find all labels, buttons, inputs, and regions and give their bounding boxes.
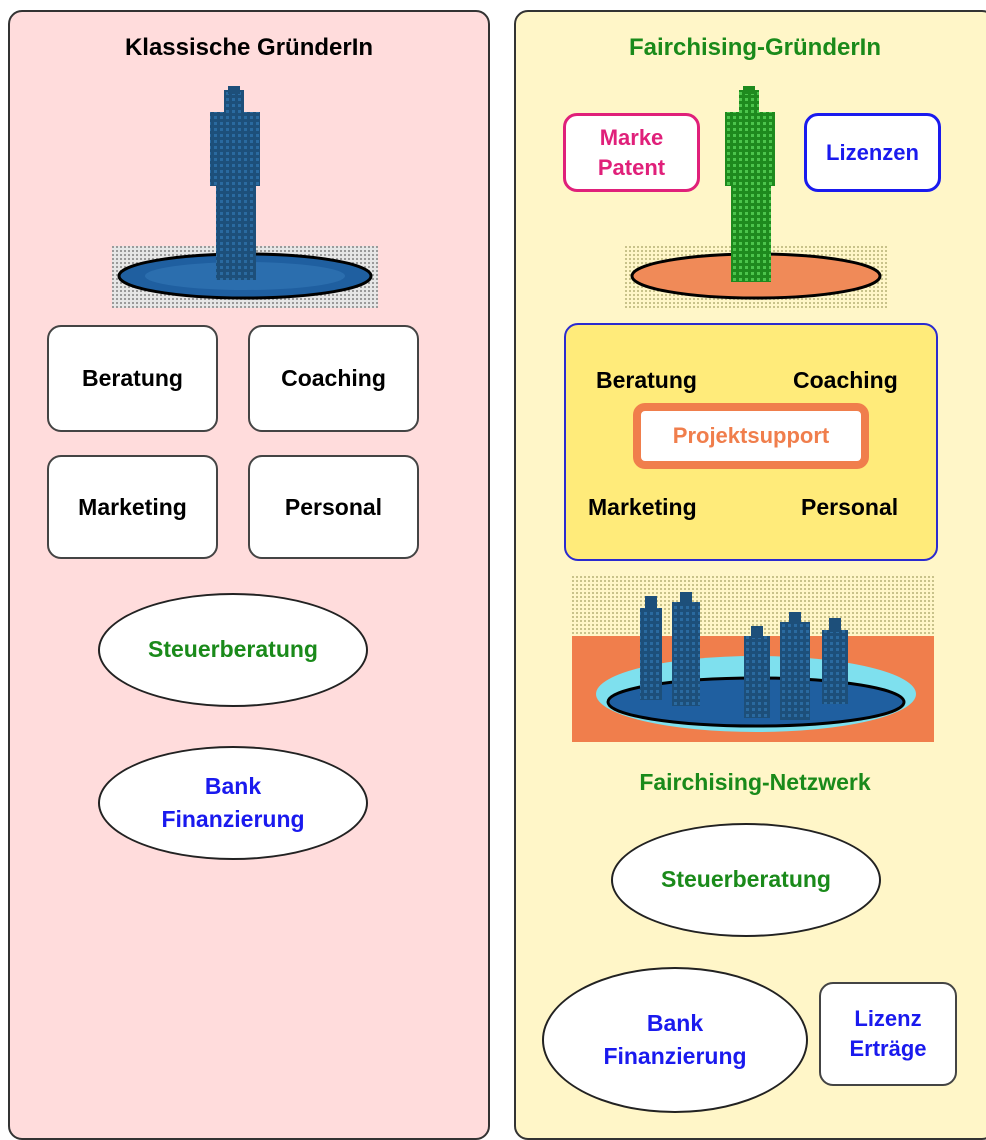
classic-beratung-box: Beratung: [47, 325, 218, 432]
classic-marketing-box: Marketing: [47, 455, 218, 559]
fairchising-steuerberatung-ellipse: Steuerberatung: [611, 823, 881, 937]
classic-coaching-box: Coaching: [248, 325, 419, 432]
patent-label: Patent: [597, 154, 666, 180]
classic-founder-figure-icon: [112, 86, 378, 308]
fairchising-founder-title: Fairchising-GründerIn: [628, 34, 882, 61]
fairchising-steuerberatung-label: Steuerberatung: [661, 866, 831, 893]
fairchising-marketing-label: Marketing: [588, 494, 697, 520]
fairchising-coaching-label: Coaching: [793, 367, 898, 393]
ertraege-label: Erträge: [849, 1036, 927, 1061]
fairchising-bank-label-line2: Finanzierung: [603, 1043, 747, 1069]
lizenz-label: Lizenz: [854, 1006, 922, 1032]
classic-bank-label-line1: Bank: [204, 772, 262, 799]
fairchising-founder-figure-icon: [625, 86, 887, 308]
fairchising-beratung-label: Beratung: [596, 367, 697, 393]
fairchising-bank-ellipse: Bank Finanzierung: [542, 967, 808, 1113]
classic-personal-box: Personal: [248, 455, 419, 559]
classic-bank-ellipse: Bank Finanzierung: [98, 746, 368, 860]
fairchising-bank-label-line1: Bank: [646, 1009, 704, 1036]
classic-steuerberatung-ellipse: Steuerberatung: [98, 593, 368, 707]
projektsupport-box: Projektsupport: [633, 403, 869, 469]
fairchising-personal-label: Personal: [801, 494, 899, 520]
lizenz-ertraege-box: Lizenz Erträge: [819, 982, 957, 1086]
fairchising-netzwerk-label: Fairchising-Netzwerk: [639, 769, 871, 795]
marke-label: Marke: [599, 124, 664, 150]
classic-steuerberatung-label: Steuerberatung: [148, 636, 318, 663]
marke-patent-box: Marke Patent: [563, 113, 700, 192]
lizenzen-box: Lizenzen: [804, 113, 941, 192]
classic-bank-label-line2: Finanzierung: [161, 806, 305, 832]
classic-founder-title: Klassische GründerIn: [124, 34, 374, 61]
network-group-icon: [572, 576, 934, 742]
